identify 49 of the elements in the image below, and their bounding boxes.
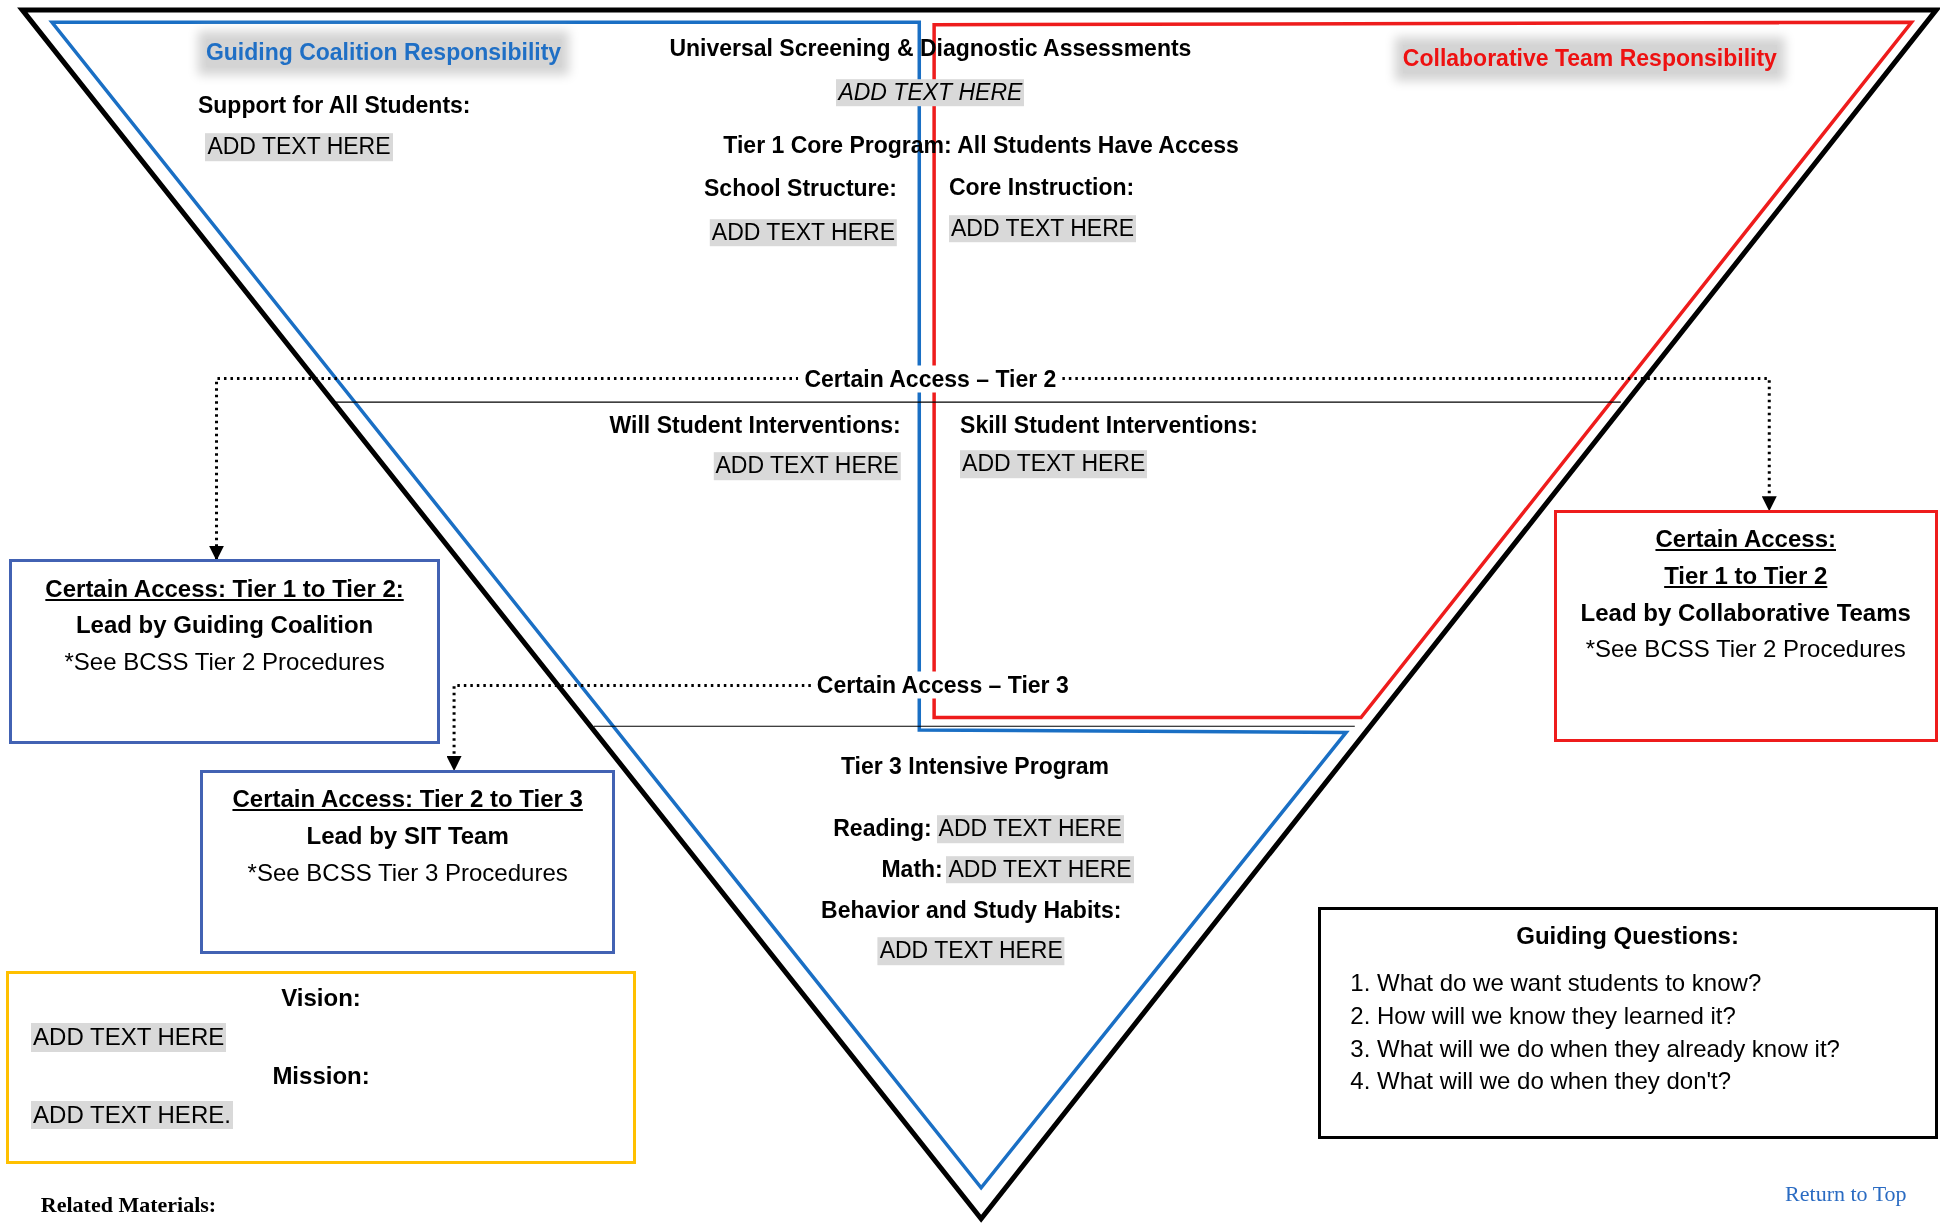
box-heading: Certain Access:: [1655, 525, 1836, 554]
vision-mission-box: [6, 971, 636, 1165]
box-text: 4. What will we do when they don't?: [1350, 1067, 1732, 1097]
box-text: *See BCSS Tier 3 Procedures: [247, 858, 568, 888]
info-box: [1553, 509, 1938, 743]
footer-text: Related Materials:: [40, 1191, 217, 1219]
box-text: Tier 1 to Tier 2: [1664, 561, 1828, 591]
box-text: 1. What do we want students to know?: [1350, 969, 1762, 998]
field-label: School Structure:: [704, 175, 897, 204]
info-box: [8, 559, 441, 744]
placeholder-text: ADD TEXT HERE: [713, 452, 901, 481]
box-text: Lead by SIT Team: [306, 821, 509, 851]
field-label: Skill Student Interventions:: [960, 411, 1258, 440]
field-label: Math:: [881, 856, 943, 884]
box-text: Lead by Collaborative Teams: [1580, 598, 1911, 628]
field-label: Will Student Interventions:: [609, 411, 901, 440]
placeholder-text: ADD TEXT HERE.: [31, 1100, 233, 1130]
placeholder-text: ADD TEXT HERE: [960, 450, 1148, 478]
tier-responsibility-heading: Guiding Coalition Responsibility: [205, 39, 562, 67]
box-text: Lead by Guiding Coalition: [75, 611, 374, 641]
return-link: Return to Top: [1785, 1180, 1907, 1208]
dotted-arrow: [446, 683, 811, 772]
placeholder-text: ADD TEXT HERE: [936, 815, 1124, 843]
placeholder-text: ADD TEXT HERE: [709, 218, 897, 247]
placeholder-text: ADD TEXT HERE: [205, 133, 393, 161]
tier-responsibility-heading: Collaborative Team Responsibility: [1402, 45, 1777, 74]
dotted-arrow: [209, 377, 799, 561]
placeholder-text: ADD TEXT HERE: [877, 937, 1065, 966]
box-heading: Guiding Questions:: [1516, 922, 1739, 952]
placeholder-text: ADD TEXT HERE: [946, 856, 1134, 884]
questions-box: [1317, 906, 1938, 1140]
placeholder-text: ADD TEXT HERE: [948, 215, 1137, 243]
box-heading: Certain Access: Tier 1 to Tier 2:: [45, 574, 404, 604]
info-box: [200, 769, 615, 954]
field-label: Reading:: [833, 815, 932, 843]
box-text: 2. How will we know they learned it?: [1350, 1001, 1736, 1031]
section-heading: Tier 3 Intensive Program: [840, 753, 1109, 781]
box-heading: Vision:: [281, 984, 361, 1013]
placeholder-text: ADD TEXT HERE: [836, 79, 1025, 107]
box-text: Mission:: [272, 1061, 370, 1091]
box-heading: Certain Access: Tier 2 to Tier 3: [232, 784, 583, 814]
box-text: *See BCSS Tier 2 Procedures: [64, 648, 385, 677]
field-label: Behavior and Study Habits:: [821, 896, 1122, 925]
field-label: Core Instruction:: [948, 174, 1135, 202]
box-text: *See BCSS Tier 2 Procedures: [1585, 635, 1906, 665]
dotted-arrow: [1062, 377, 1777, 512]
placeholder-text: ADD TEXT HERE: [31, 1022, 227, 1052]
box-text: 3. What will we do when they already know it?: [1350, 1034, 1840, 1064]
field-label: Support for All Students:: [197, 92, 471, 121]
